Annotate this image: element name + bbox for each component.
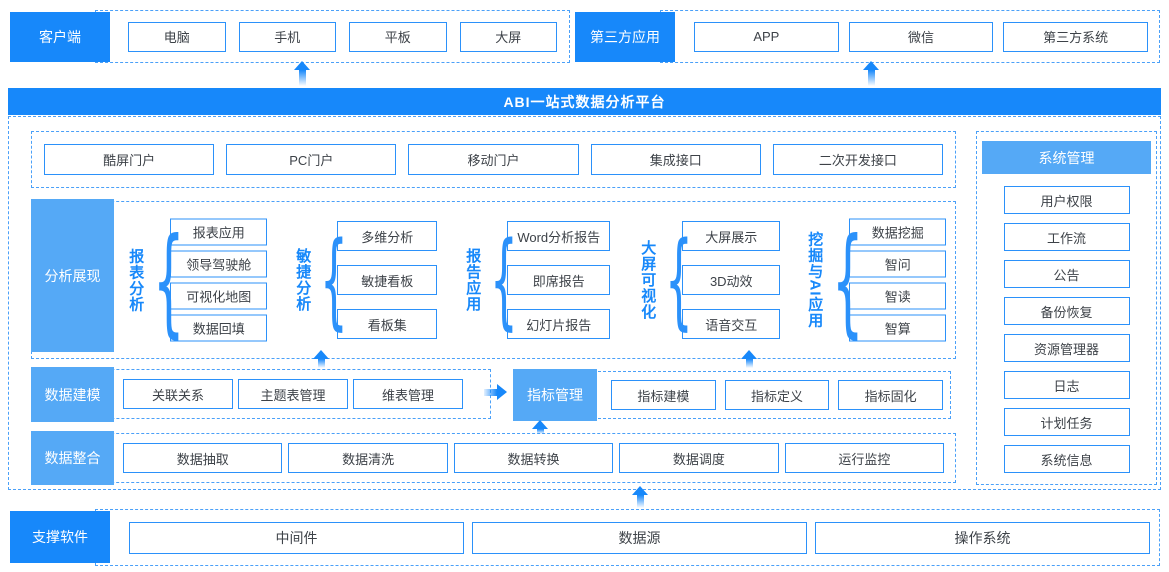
system-item-box: 日志 bbox=[1003, 371, 1130, 399]
integration-row: 数据抽取数据清洗数据转换数据调度运行监控 bbox=[31, 433, 956, 483]
analysis-item-box: 即席报告 bbox=[507, 265, 611, 295]
third-party-app-box: 微信 bbox=[848, 21, 994, 52]
third-party-apps-row: APP 微信第三方系统 bbox=[660, 10, 1160, 63]
indicator-box: 指标定义 bbox=[724, 380, 830, 410]
analysis-item-box: 幻灯片报告 bbox=[507, 309, 611, 339]
analysis-item-box: 看板集 bbox=[337, 309, 438, 339]
integration-box: 数据转换 bbox=[453, 443, 614, 473]
analysis-layer-label: 分析展现 bbox=[31, 199, 114, 352]
group-name-vertical: 挖掘与AI应用 bbox=[806, 231, 824, 329]
modeling-box: 维表管理 bbox=[353, 379, 463, 409]
up-arrow-icon bbox=[294, 61, 310, 86]
support-box: 数据源 bbox=[472, 521, 807, 554]
analysis-item-box: Word分析报告 bbox=[507, 221, 611, 251]
third-party-app-box: 第三方系统 bbox=[1003, 21, 1149, 52]
system-item-box: 备份恢复 bbox=[1003, 297, 1130, 325]
modeling-layer-label: 数据建模 bbox=[31, 367, 114, 422]
system-item-box: 公告 bbox=[1003, 260, 1130, 288]
client-device-box: 平板 bbox=[349, 21, 447, 52]
group-name-vertical: 报告应用 bbox=[464, 248, 482, 312]
analysis-item-box: 数据挖掘 bbox=[849, 218, 947, 246]
indicator-row: 指标建模指标定义指标固化 bbox=[513, 371, 951, 419]
integration-box: 数据调度 bbox=[619, 443, 779, 473]
modeling-box: 关联关系 bbox=[123, 379, 233, 409]
analysis-item-box: 智读 bbox=[849, 282, 947, 310]
client-layer-label: 客户端 bbox=[10, 12, 110, 62]
up-arrow-icon bbox=[532, 420, 548, 434]
platform-container: 酷屏门户 PC门户移动门户集成接口二次开发接口 分析展现 报表分析 { 报表应用领… bbox=[8, 116, 1161, 490]
analysis-item-box: 报表应用 bbox=[170, 218, 268, 246]
group-items: Word分析报告即席报告幻灯片报告 bbox=[507, 221, 611, 339]
group-name-vertical: 大屏可视化 bbox=[639, 240, 657, 320]
up-arrow-icon bbox=[632, 486, 648, 508]
system-management-panel: 系统管理 用户权限工作流公告备份恢复资源管理器日志计划任务系统信息 bbox=[976, 131, 1157, 485]
analysis-group-ai: 挖掘与AI应用 { 数据挖掘智问智读智算 bbox=[806, 211, 947, 349]
analysis-group-bigscreen: 大屏可视化 { 大屏展示 3D动效语音交互 bbox=[639, 219, 781, 341]
third-party-layer-label: 第三方应用 bbox=[575, 12, 675, 62]
indicator-box: 指标建模 bbox=[611, 380, 716, 410]
system-management-items: 用户权限工作流公告备份恢复资源管理器日志计划任务系统信息 bbox=[977, 186, 1156, 473]
system-item-box: 系统信息 bbox=[1003, 445, 1130, 473]
curly-brace: { bbox=[153, 211, 185, 349]
up-arrow-icon bbox=[313, 350, 329, 368]
analysis-item-box: 数据回填 bbox=[170, 314, 268, 342]
group-items: 大屏展示 3D动效语音交互 bbox=[682, 221, 781, 339]
analysis-item-box: 智算 bbox=[849, 314, 947, 342]
third-party-app-box: APP bbox=[694, 21, 839, 52]
portal-box: 酷屏门户 bbox=[44, 144, 215, 175]
portal-box: 移动门户 bbox=[408, 144, 579, 175]
portal-row: 酷屏门户 PC门户移动门户集成接口二次开发接口 bbox=[31, 131, 956, 188]
indicator-box: 指标固化 bbox=[838, 380, 944, 410]
group-items: 多维分析敏捷看板看板集 bbox=[337, 221, 438, 339]
client-device-box: 电脑 bbox=[128, 21, 226, 52]
analysis-item-box: 大屏展示 bbox=[682, 221, 781, 251]
support-layer-label: 支撑软件 bbox=[10, 511, 110, 563]
group-items: 数据挖掘智问智读智算 bbox=[849, 218, 947, 342]
integration-box: 数据清洗 bbox=[288, 443, 448, 473]
client-devices-row: 电脑手机平板大屏 bbox=[95, 10, 570, 63]
modeling-row: 关联关系主题表管理维表管理 bbox=[31, 369, 491, 419]
analysis-section: 报表分析 { 报表应用领导驾驶舱可视化地图数据回填 敏捷分析 { 多维分析敏捷看… bbox=[31, 201, 956, 359]
analysis-group-agile: 敏捷分析 { 多维分析敏捷看板看板集 bbox=[294, 219, 438, 341]
analysis-item-box: 智问 bbox=[849, 250, 947, 278]
support-row: 中间件数据源操作系统 bbox=[95, 509, 1160, 566]
analysis-item-box: 语音交互 bbox=[682, 309, 781, 339]
portal-box: 集成接口 bbox=[590, 144, 761, 175]
analysis-item-box: 可视化地图 bbox=[170, 282, 268, 310]
integration-box: 数据抽取 bbox=[123, 443, 283, 473]
analysis-group-report: 报表分析 { 报表应用领导驾驶舱可视化地图数据回填 bbox=[127, 211, 268, 349]
portal-box: PC门户 bbox=[226, 144, 397, 175]
curly-brace: { bbox=[490, 219, 519, 341]
group-name-vertical: 敏捷分析 bbox=[294, 248, 312, 312]
right-arrow-icon bbox=[484, 384, 507, 400]
up-arrow-icon bbox=[863, 61, 879, 86]
platform-banner: ABI一站式数据分析平台 bbox=[8, 88, 1161, 115]
system-item-box: 计划任务 bbox=[1003, 408, 1130, 436]
integration-box: 运行监控 bbox=[784, 443, 945, 473]
group-name-vertical: 报表分析 bbox=[127, 248, 145, 312]
group-items: 报表应用领导驾驶舱可视化地图数据回填 bbox=[170, 218, 268, 342]
support-box: 中间件 bbox=[129, 521, 464, 554]
curly-brace: { bbox=[665, 219, 694, 341]
indicator-management-label: 指标管理 bbox=[513, 369, 597, 421]
analysis-item-box: 敏捷看板 bbox=[337, 265, 438, 295]
curly-brace: { bbox=[832, 211, 864, 349]
support-box: 操作系统 bbox=[815, 521, 1150, 554]
client-device-box: 大屏 bbox=[459, 21, 557, 52]
analysis-group-reporting: 报告应用 { Word分析报告即席报告幻灯片报告 bbox=[464, 219, 611, 341]
portal-box: 二次开发接口 bbox=[772, 144, 944, 175]
analysis-item-box: 多维分析 bbox=[337, 221, 438, 251]
curly-brace: { bbox=[320, 219, 349, 341]
modeling-box: 主题表管理 bbox=[238, 379, 348, 409]
system-management-header: 系统管理 bbox=[982, 141, 1151, 174]
analysis-item-box: 3D动效 bbox=[682, 265, 781, 295]
system-item-box: 资源管理器 bbox=[1003, 334, 1130, 362]
system-item-box: 工作流 bbox=[1003, 223, 1130, 251]
analysis-item-box: 领导驾驶舱 bbox=[170, 250, 268, 278]
client-device-box: 手机 bbox=[238, 21, 336, 52]
integration-layer-label: 数据整合 bbox=[31, 431, 114, 485]
up-arrow-icon bbox=[741, 350, 757, 368]
system-item-box: 用户权限 bbox=[1003, 186, 1130, 214]
